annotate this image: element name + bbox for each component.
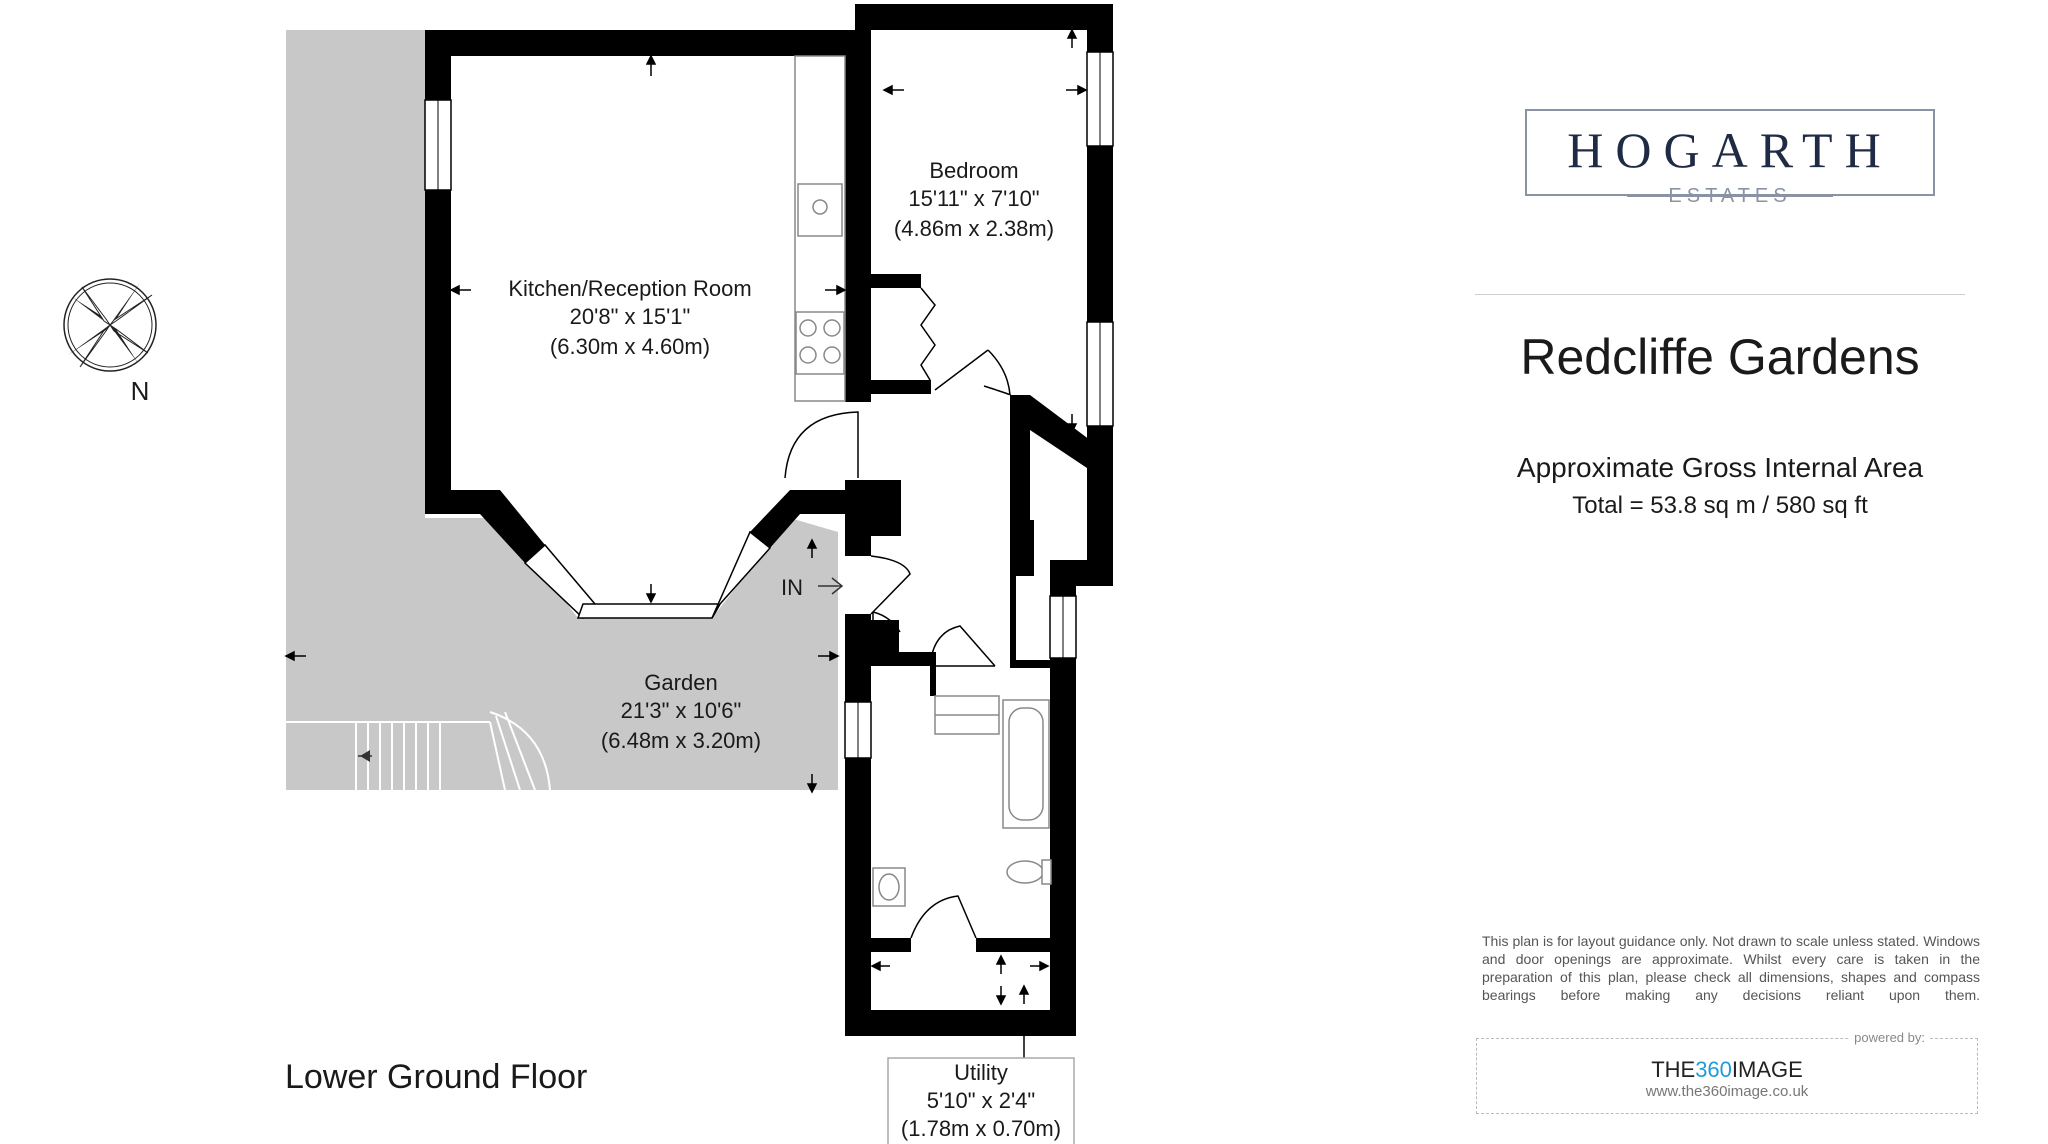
logo-divider-left	[1627, 195, 1757, 197]
entrance-arrow-icon	[818, 577, 844, 595]
toilet-icon	[1006, 860, 1044, 884]
powered-by-brand: THE360IMAGE	[1477, 1057, 1977, 1083]
header-divider	[1475, 294, 1965, 295]
hob-ring-icon	[799, 319, 817, 337]
disclaimer-text: This plan is for layout guidance only. N…	[1482, 933, 1980, 1003]
kitchen-door-arc	[784, 411, 859, 479]
area-value: Total = 53.8 sq m / 580 sq ft	[1572, 492, 1868, 519]
kitchen-units	[794, 55, 846, 402]
garden-imperial: 21'3" x 10'6"	[621, 698, 742, 723]
logo-divider-right	[1703, 195, 1833, 197]
brand-suffix: IMAGE	[1731, 1057, 1803, 1082]
room-labels: Kitchen/Reception Room 20'8" x 15'1" (6.…	[131, 158, 1061, 1141]
brand-number: 360	[1695, 1057, 1732, 1082]
powered-by-box[interactable]: powered by: THE360IMAGE www.the360image.…	[1476, 1030, 1978, 1114]
bath-door-arc	[929, 625, 996, 667]
floor-name: Lower Ground Floor	[285, 1058, 588, 1096]
hallway-window	[1049, 595, 1077, 659]
sink-icon	[812, 199, 828, 215]
garden-name: Garden	[644, 670, 717, 695]
bathroom-fixtures	[872, 699, 1052, 939]
brand-prefix: THE	[1651, 1057, 1696, 1082]
wardrobe	[871, 274, 936, 394]
bedroom-metric: (4.86m x 2.38m)	[894, 216, 1054, 241]
hallway-walls	[845, 480, 1076, 696]
bedroom-door-arc	[983, 385, 1011, 396]
agency-logo-sub: ESTATES	[1668, 185, 1792, 207]
hob-ring-icon	[823, 346, 841, 364]
hob-ring-icon	[799, 346, 817, 364]
garden-metric: (6.48m x 3.20m)	[601, 728, 761, 753]
bedroom-name: Bedroom	[929, 158, 1018, 183]
powered-by-url[interactable]: www.the360image.co.uk	[1645, 1083, 1809, 1100]
property-title: Redcliffe Gardens	[1520, 329, 1920, 385]
agency-logo-name: HOGARTH	[1567, 122, 1893, 178]
kitchen-window-left	[424, 99, 452, 191]
cupboard	[934, 695, 1000, 735]
bay-window	[523, 530, 772, 620]
kitchen-metric: (6.30m x 4.60m)	[550, 334, 710, 359]
garden-steps	[286, 711, 551, 791]
compass-north-label: N	[131, 376, 150, 406]
hall-door-arc	[870, 555, 911, 615]
utility-label-box	[887, 1057, 1075, 1144]
bathroom-window	[844, 701, 872, 759]
garden-area	[286, 30, 838, 791]
utility-door-arc	[910, 895, 977, 939]
agency-logo: HOGARTH ESTATES	[1525, 109, 1935, 207]
kitchen-name: Kitchen/Reception Room	[508, 276, 751, 301]
doors	[784, 349, 1011, 667]
bedroom-imperial: 15'11" x 7'10"	[908, 186, 1039, 211]
utility-name: Utility	[954, 1060, 1008, 1085]
hob-ring-icon	[823, 319, 841, 337]
utility-imperial: 5'10" x 2'4"	[927, 1088, 1035, 1113]
store-door-arc	[872, 611, 901, 633]
dimension-arrows	[284, 28, 1088, 1058]
entrance-label: IN	[781, 575, 803, 600]
bedroom-windows	[1086, 51, 1114, 427]
compass-icon	[63, 278, 157, 372]
utility-metric: (1.78m x 0.70m)	[901, 1116, 1061, 1141]
powered-by-label: powered by:	[1850, 1030, 1929, 1045]
kitchen-imperial: 20'8" x 15'1"	[570, 304, 691, 329]
area-heading: Approximate Gross Internal Area	[1516, 452, 1924, 483]
